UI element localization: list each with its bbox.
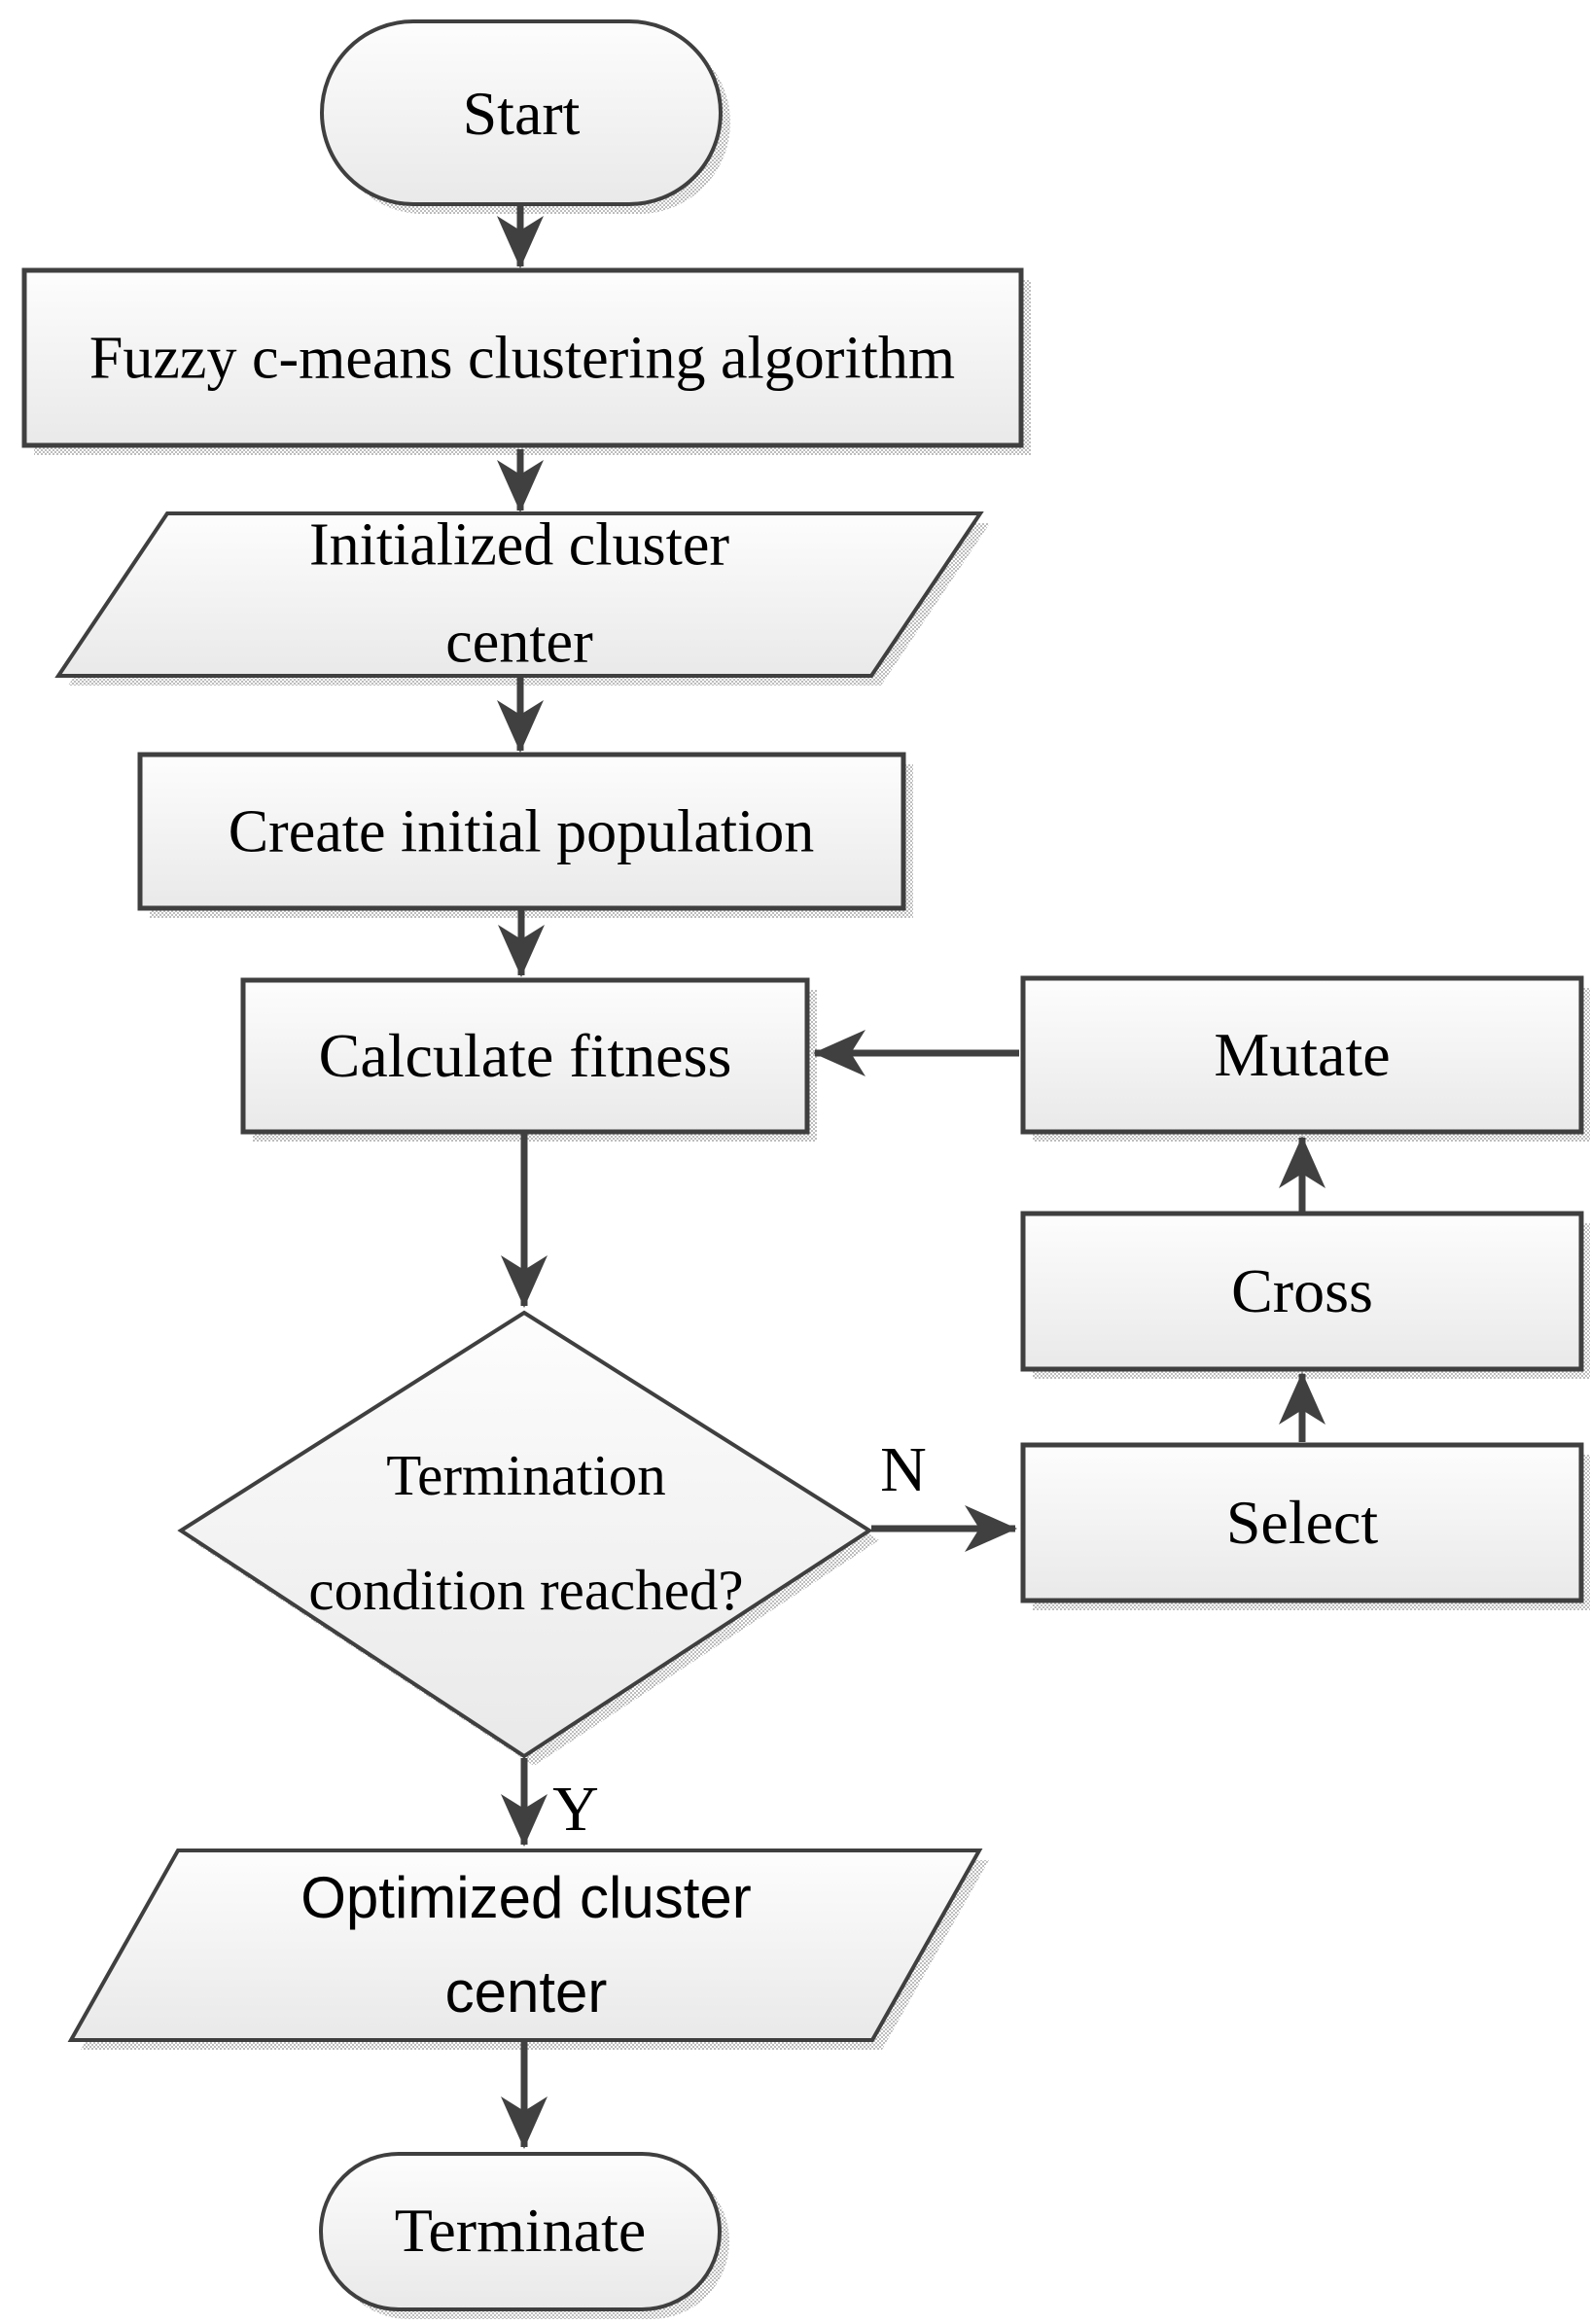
node-init-center-line1: Initialized cluster (308, 511, 730, 579)
edge-label-no: N (880, 1433, 927, 1505)
node-optimized-center-shape (67, 1849, 983, 2042)
node-fcm-shape (21, 267, 1024, 448)
node-create-population-label: Create initial population (228, 798, 815, 865)
node-init-center-line2: center (445, 610, 593, 676)
node-select-label: Select (1225, 1488, 1379, 1557)
shapes (21, 19, 1584, 2311)
node-terminate-shape (319, 2152, 722, 2311)
edge-label-yes: Y (552, 1773, 599, 1845)
node-cross-shape (1020, 1211, 1584, 1372)
node-start-shape (320, 19, 723, 206)
node-calculate-fitness-label: Calculate fitness (318, 1021, 732, 1090)
node-terminate-label: Terminate (394, 2196, 647, 2265)
node-init-center-label: Initialized cluster center (309, 497, 729, 692)
node-start-label: Start (462, 79, 581, 148)
node-mutate-label: Mutate (1214, 1020, 1391, 1089)
node-cross-label: Cross (1231, 1256, 1373, 1325)
node-mutate-shape (1020, 975, 1584, 1135)
node-create-population-shape (137, 752, 906, 911)
node-decision-line2: condition reached? (308, 1558, 744, 1622)
node-optimized-center-line2: center (444, 1959, 608, 2025)
node-decision-line1: Termination (386, 1443, 666, 1507)
node-optimized-center-label: Optimized cluster center (300, 1850, 751, 2039)
node-decision-label: Termination condition reached? (308, 1418, 743, 1647)
node-decision-shape (177, 1310, 873, 1759)
edges (497, 206, 1325, 2149)
node-init-center-shape (54, 511, 984, 678)
node-calculate-fitness-shape (240, 977, 810, 1135)
node-select-shape (1020, 1442, 1584, 1603)
node-optimized-center-line1: Optimized cluster (300, 1864, 752, 1930)
node-fcm-label: Fuzzy c-means clustering algorithm (88, 325, 956, 392)
